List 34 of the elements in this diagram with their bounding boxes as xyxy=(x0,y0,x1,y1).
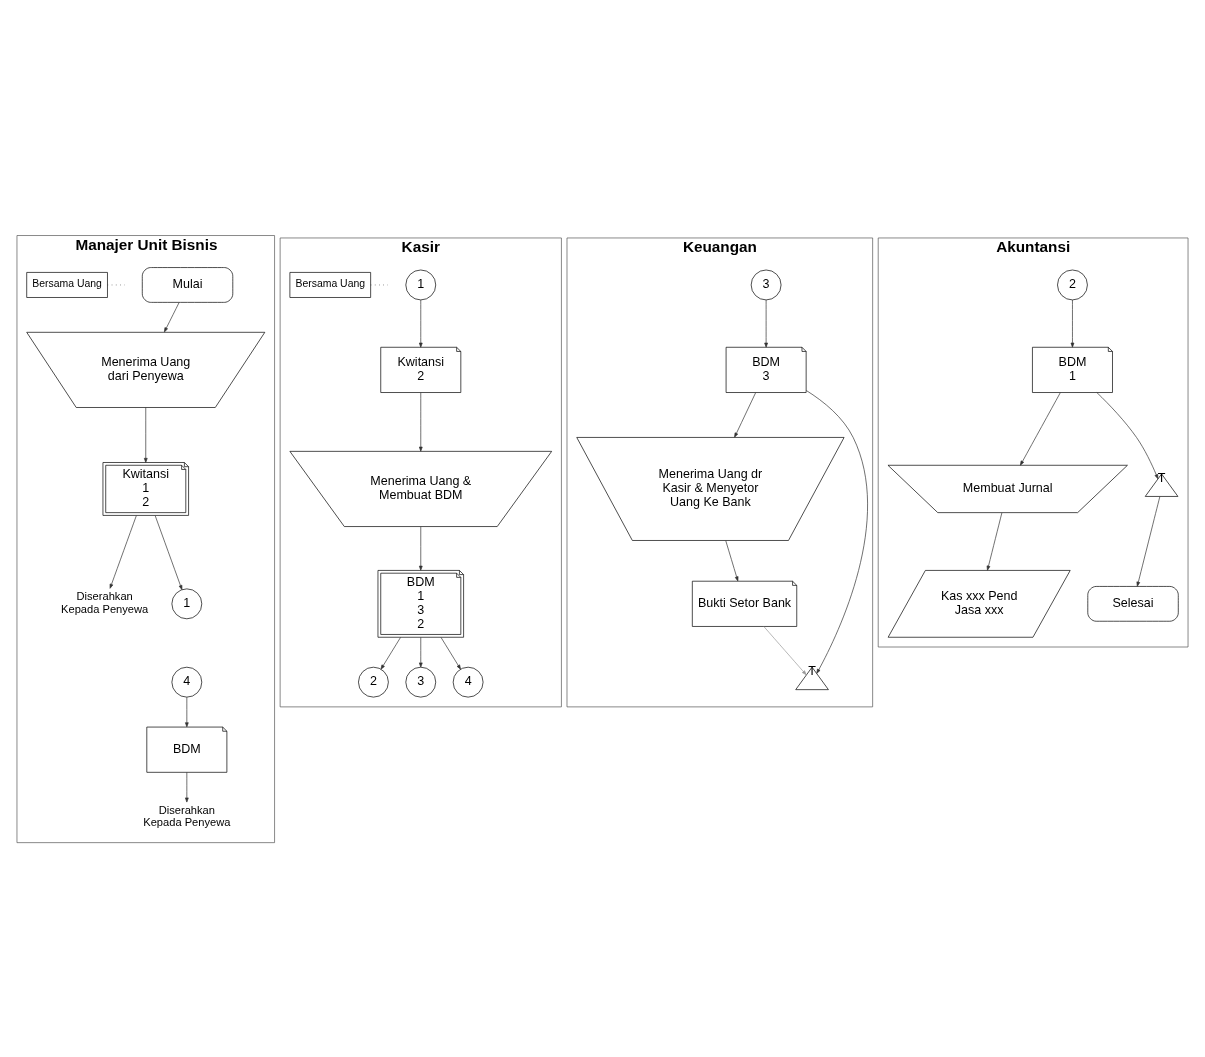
arrow xyxy=(185,772,189,803)
node-circle: 3 xyxy=(750,269,782,301)
arrow xyxy=(185,696,189,728)
node-box: Bersama Uang xyxy=(26,272,108,298)
arrow xyxy=(440,637,461,670)
arrow xyxy=(805,390,868,674)
arrow xyxy=(380,637,401,670)
arrow xyxy=(734,392,756,438)
node-circle: 1 xyxy=(171,588,203,620)
arrow xyxy=(164,302,180,333)
node-text: Diserahkan Kepada Penyewa xyxy=(143,803,231,829)
arrow xyxy=(764,299,768,348)
arrow xyxy=(1070,299,1075,348)
arrow xyxy=(143,407,148,463)
arrow xyxy=(1020,392,1061,466)
arrow xyxy=(763,626,807,676)
node-circle: 3 xyxy=(405,666,437,698)
node-circle: 2 xyxy=(1057,269,1088,301)
arrow xyxy=(1136,496,1161,587)
node-box: Mulai xyxy=(141,267,234,303)
node-box: Bersama Uang xyxy=(289,272,371,298)
node-circle: 4 xyxy=(171,666,203,698)
arrow xyxy=(109,515,137,589)
arrow xyxy=(1096,392,1159,480)
node-text: Diserahkan Kepada Penyewa xyxy=(61,590,149,615)
node-circle: 1 xyxy=(405,269,437,301)
arrow xyxy=(418,392,423,452)
node-box: Selesai xyxy=(1087,586,1179,622)
arrow xyxy=(154,515,183,590)
arrow xyxy=(418,299,423,348)
arrow xyxy=(986,512,1003,571)
arrow xyxy=(418,526,423,571)
arrow xyxy=(725,540,739,582)
arrow xyxy=(418,637,423,668)
